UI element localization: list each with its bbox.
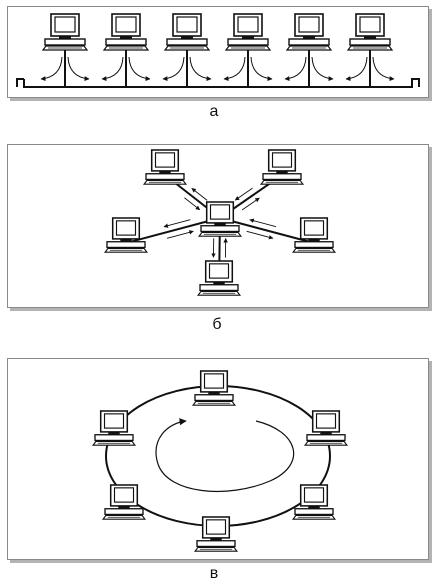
star-arrow-in [234,187,253,201]
bus-signal-arrow [189,56,212,82]
bus-signal-arrow [101,56,124,82]
bus-signal-arrow [311,56,334,82]
bus-signal-arrow [345,56,368,82]
caption-ring: в [209,565,219,582]
bus-signal-arrow [67,56,90,82]
ring-computer-6 [193,516,239,552]
ring-computer-3 [303,410,349,446]
star-computer-3 [103,217,149,253]
bus-topology-panel [7,6,429,98]
bus-signal-arrow [372,56,395,82]
bus-computer-4 [224,13,272,51]
star-arrow-in [166,230,194,239]
star-computer-4 [291,217,337,253]
bus-signal-arrow [162,56,185,82]
ring-computer-5 [291,484,337,520]
star-computer-1 [142,149,188,185]
star-topology-panel [7,144,429,308]
star-arrow-in [184,197,201,211]
bus-cable [16,78,420,88]
star-link [219,217,315,244]
caption-bus: а [209,103,219,120]
bus-computer-5 [285,13,333,51]
star-arrow-in [249,218,277,228]
ring-cable [105,385,331,527]
bus-computer-6 [346,13,394,51]
bus-computer-3 [163,13,211,51]
bus-topology-diagram [16,13,420,88]
bus-signal-arrow [40,56,63,82]
ring-topology-panel [7,358,429,560]
bus-signal-arrow [128,56,151,82]
star-computer-2 [259,149,305,185]
bus-signal-arrow [223,56,246,82]
star-link [125,217,221,244]
star-arrow-out [163,219,191,228]
ring-topology-diagram [91,370,349,552]
star-hub-computer [197,201,243,237]
bus-signal-arrow [284,56,307,82]
ring-computer-1 [191,370,237,406]
star-arrow-out [191,187,208,201]
star-topology-diagram [103,149,337,296]
star-computer-5 [196,260,242,296]
ring-flow-arrow [155,418,295,492]
star-arrow-out [246,230,274,240]
bus-computer-2 [102,13,150,51]
star-arrow-out [241,197,260,211]
ring-computer-2 [91,410,137,446]
bus-computer-1 [41,13,89,51]
bus-signal-arrow [250,56,273,82]
caption-star: б [212,316,222,333]
ring-computer-4 [101,484,147,520]
